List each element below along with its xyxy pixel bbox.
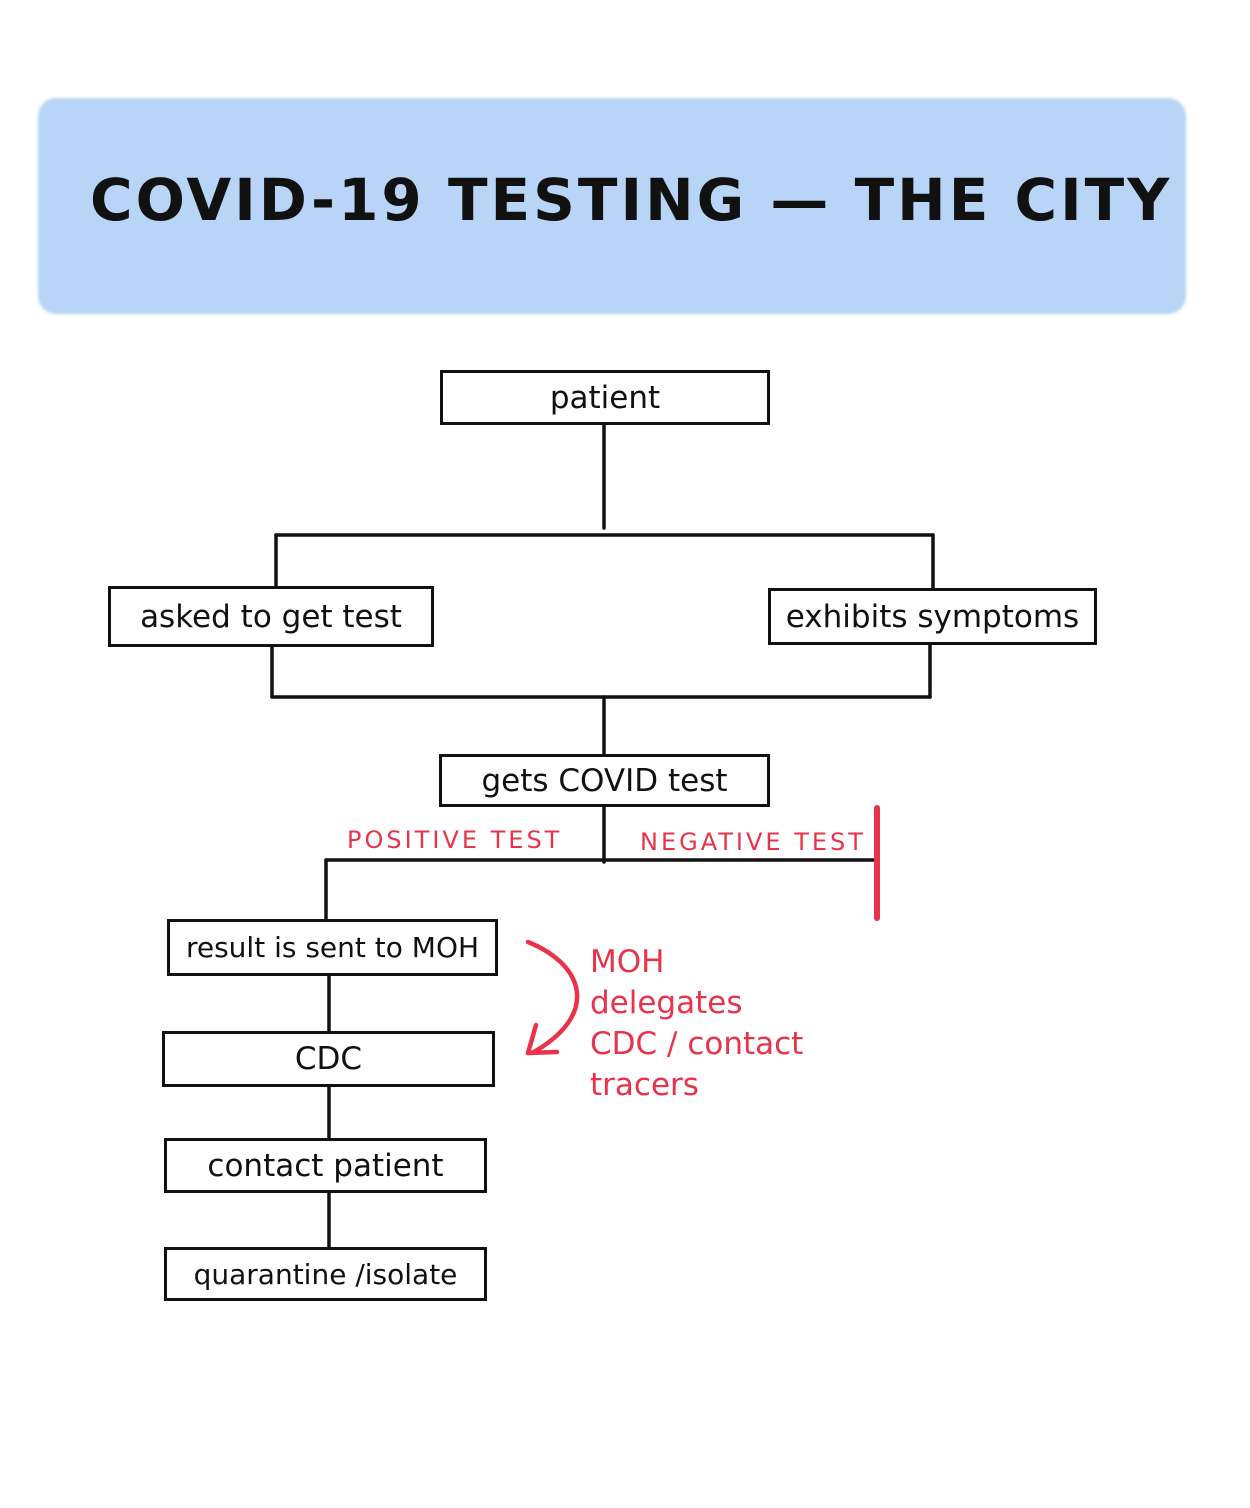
note-line: MOH [590, 944, 665, 980]
node-quarantine-isolate: quarantine /isolate [164, 1247, 487, 1301]
note-line: CDC / contact [590, 1026, 804, 1062]
node-exhibits-symptoms: exhibits symptoms [768, 588, 1097, 645]
node-contact-patient: contact patient [164, 1138, 487, 1193]
page-title: COVID-19 TESTING — THE CITY [90, 166, 1173, 234]
label-negative-test: NEGATIVE TEST [640, 828, 866, 856]
delegation-arrow [525, 939, 580, 1056]
node-asked-to-get-test: asked to get test [108, 586, 434, 647]
label-positive-test: POSITIVE TEST [347, 826, 563, 854]
node-gets-covid-test: gets COVID test [439, 754, 770, 807]
node-patient: patient [440, 370, 770, 425]
note-line: tracers [590, 1067, 699, 1103]
note-line: delegates [590, 985, 743, 1021]
node-result-sent-to-moh: result is sent to MOH [167, 919, 498, 976]
title-banner [38, 98, 1186, 314]
node-cdc: CDC [162, 1031, 495, 1087]
moh-delegation-note: MOH delegates CDC / contact tracers [590, 942, 830, 1106]
